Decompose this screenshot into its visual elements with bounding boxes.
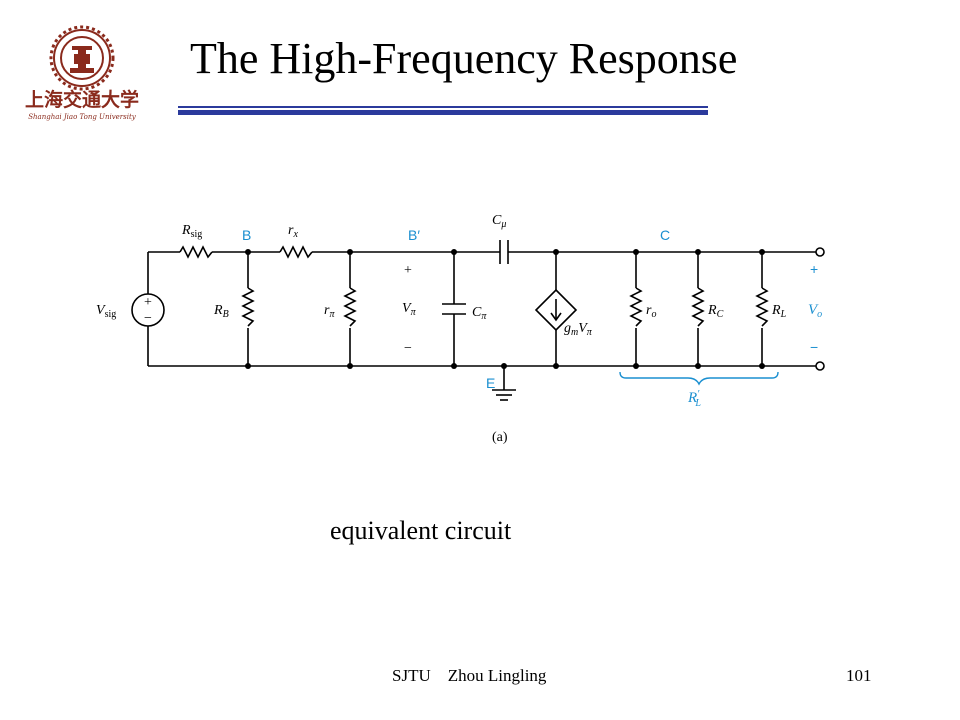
sjtu-logo: 上海交通大学 Shanghai Jiao Tong University [25,25,139,121]
label-rl: RL [771,303,787,320]
label-vo: Vo [808,302,822,320]
label-vpi-minus: − [404,341,412,356]
resistor-rsig [179,245,213,259]
rl-prime-brace [619,371,779,386]
label-rsig: Rsig [181,223,202,240]
page-title: The High-Frequency Response [190,34,738,83]
figure-caption: equivalent circuit [330,516,512,545]
label-cpi: Cπ [472,305,487,322]
resistor-rb [241,287,255,327]
label-cmu: Cμ [492,213,506,230]
svg-text:+: + [144,295,152,310]
label-vpi: Vπ [402,301,417,318]
label-rc: RC [707,303,724,320]
resistor-ro [629,287,643,327]
svg-text:Shanghai Jiao Tong University: Shanghai Jiao Tong University [28,113,137,121]
resistor-rc [691,287,705,327]
circuit-wires [147,251,816,401]
node-label-bprime: B′ [408,227,420,243]
label-vsig: Vsig [96,303,116,320]
svg-text:−: − [144,311,152,326]
node-label-c: C [660,227,670,243]
capacitor-cmu [499,240,509,264]
hybrid-pi-equivalent-circuit: + − [96,213,825,445]
label-rx: rx [288,223,298,240]
page-number: 101 [846,666,872,685]
resistor-rx [279,245,313,259]
label-vo-plus: + [810,261,818,277]
resistor-rl [755,287,769,327]
label-gm-vpi: gmVπ [564,321,593,338]
output-terminal-bottom [815,361,825,371]
resistor-rpi [343,287,357,327]
footer-author: SJTU Zhou Lingling [392,666,547,685]
title-rule-thick [178,110,708,115]
voltage-source-vsig: + − [131,293,165,327]
title-rule-thin [178,106,708,108]
capacitor-cpi [442,303,466,315]
label-rpi: rπ [324,303,335,320]
label-rl-prime: R′L [687,389,701,409]
junction-dots [245,249,765,369]
svg-text:上海交通大学: 上海交通大学 [25,88,139,111]
dependent-current-source-gm [534,288,578,332]
label-rb: RB [213,303,229,320]
circuit-sublabel: (a) [492,430,508,445]
node-label-b: B [242,227,251,243]
label-ro: ro [646,303,656,320]
label-vpi-plus: + [404,263,412,278]
output-terminal-top [815,247,825,257]
label-vo-minus: − [810,339,818,355]
node-label-e: E [486,375,495,391]
